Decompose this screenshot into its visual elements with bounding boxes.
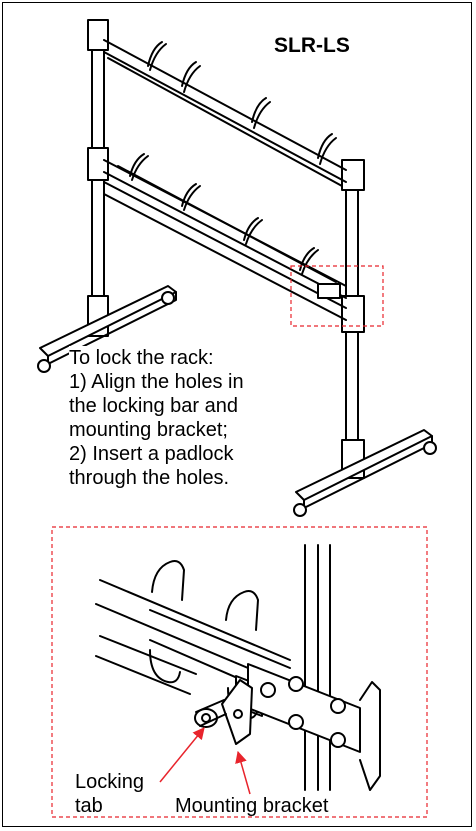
top-rail [103, 39, 347, 183]
mounting-bracket-arrow [235, 750, 251, 795]
model-label: SLR-LS [274, 34, 350, 57]
detail-frame [51, 526, 428, 818]
instruction-line: 2) Insert a padlock [69, 443, 234, 465]
middle-rail [103, 159, 347, 299]
detail-drawing [95, 544, 381, 791]
instruction-line: To lock the rack: [69, 347, 214, 369]
locking-tab-label: Locking tab [75, 771, 144, 817]
instruction-line: 1) Align the holes in [69, 371, 244, 393]
detail-post [304, 544, 331, 791]
mounting-bracket-label: Mounting bracket [175, 795, 329, 817]
left-upright [91, 39, 105, 331]
lock-instructions: To lock the rack: 1) Align the holes in … [69, 346, 246, 490]
instruction-line: mounting bracket; [69, 419, 228, 441]
rack-drawing [37, 19, 437, 517]
lock-area-highlight [290, 265, 384, 327]
instruction-line: through the holes. [69, 467, 230, 489]
locking-tab-arrow [159, 727, 205, 783]
instruction-line: the locking bar and [69, 395, 239, 417]
